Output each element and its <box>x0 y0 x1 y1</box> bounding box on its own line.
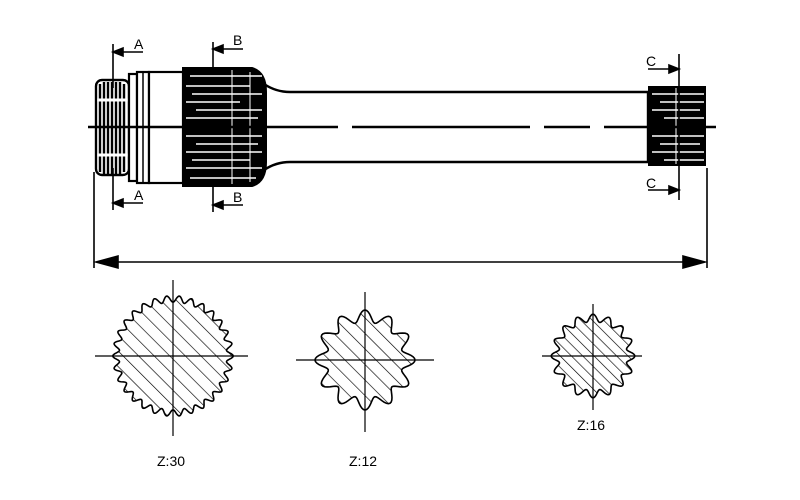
section-c-label-top: C <box>646 53 656 69</box>
spline-profile-z12 <box>296 292 434 432</box>
profile-z16-label: Z:16 <box>577 417 605 433</box>
spline-profile-z16 <box>542 304 642 410</box>
profile-z30-outline <box>111 295 235 417</box>
section-a-label-bottom: A <box>134 187 144 203</box>
profile-z12-label: Z:12 <box>349 453 377 469</box>
profile-z16-outline <box>550 313 636 399</box>
section-markers <box>110 42 682 212</box>
profile-z30-label: Z:30 <box>157 453 185 469</box>
profile-z12-outline <box>314 309 416 411</box>
section-b-label-top: B <box>233 32 242 48</box>
section-b-label-bottom: B <box>233 189 242 205</box>
shaft-side-view <box>88 67 716 187</box>
overall-length-dimension <box>92 168 709 270</box>
spline-profile-z30 <box>95 280 248 436</box>
section-c-label-bottom: C <box>646 175 656 191</box>
section-a-label-top: A <box>134 36 144 52</box>
